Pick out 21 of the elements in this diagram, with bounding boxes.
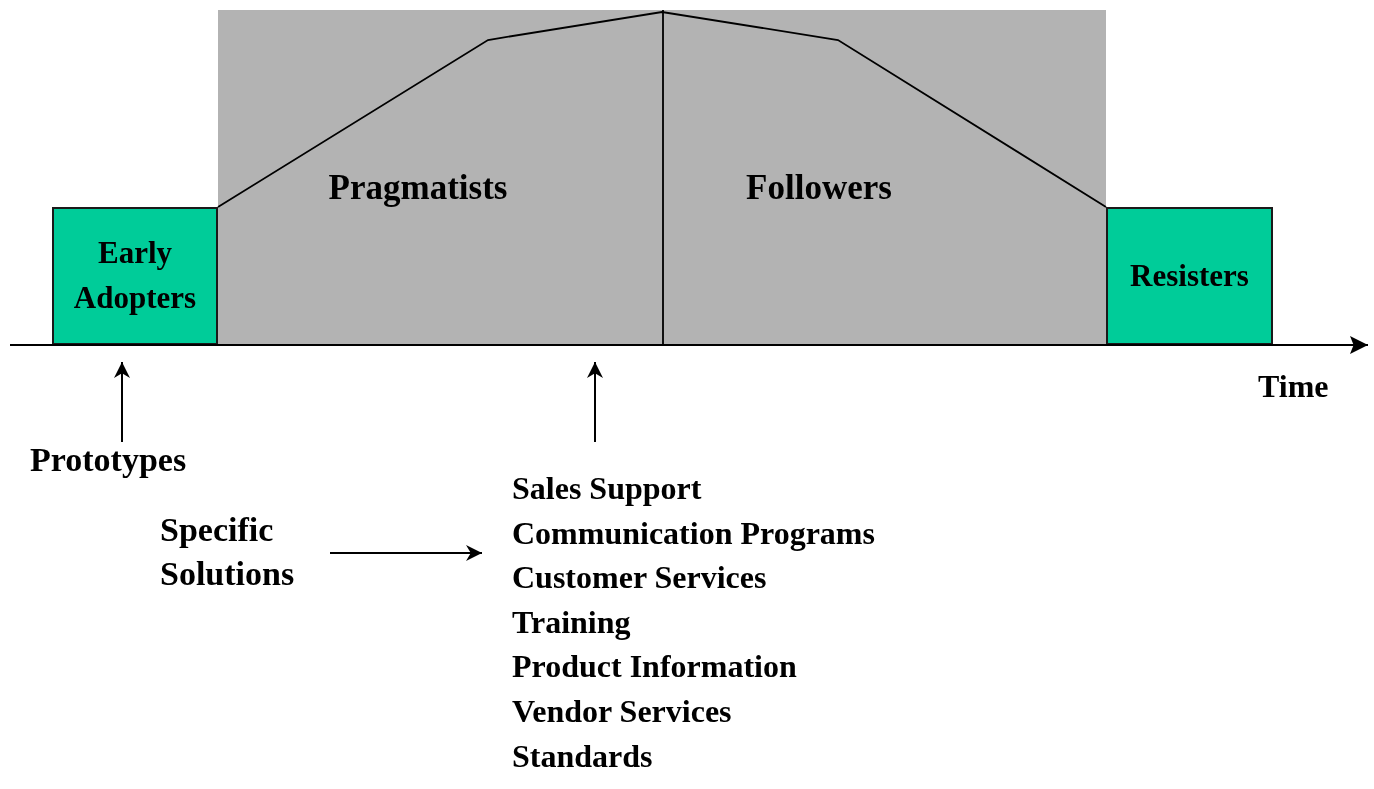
stage-label: Early Adopters: [72, 234, 198, 317]
stage-region: [218, 10, 662, 345]
arrow: [587, 361, 603, 443]
annotation-label: Prototypes: [30, 438, 240, 478]
list-item: Sales Support: [512, 469, 703, 508]
stage-label: Followers: [745, 168, 893, 208]
axis-label: Time: [1258, 368, 1329, 405]
list-item: Product Information: [512, 647, 798, 687]
list-item: Training: [512, 602, 632, 642]
list-item: Communication Programs: [512, 513, 876, 553]
stage-label: Resisters: [1130, 256, 1249, 295]
arrow: [329, 545, 483, 561]
stage-box: [52, 207, 218, 345]
stage-label: Pragmatists: [327, 168, 509, 208]
stage-box: [1106, 207, 1273, 345]
arrow: [114, 361, 130, 443]
list-item: Vendor Services: [512, 691, 733, 731]
stage-region: [662, 10, 1106, 345]
list-item: Standards: [512, 736, 654, 776]
annotation-label: Specific Solutions: [160, 508, 330, 598]
list-item: Customer Services: [512, 558, 768, 598]
